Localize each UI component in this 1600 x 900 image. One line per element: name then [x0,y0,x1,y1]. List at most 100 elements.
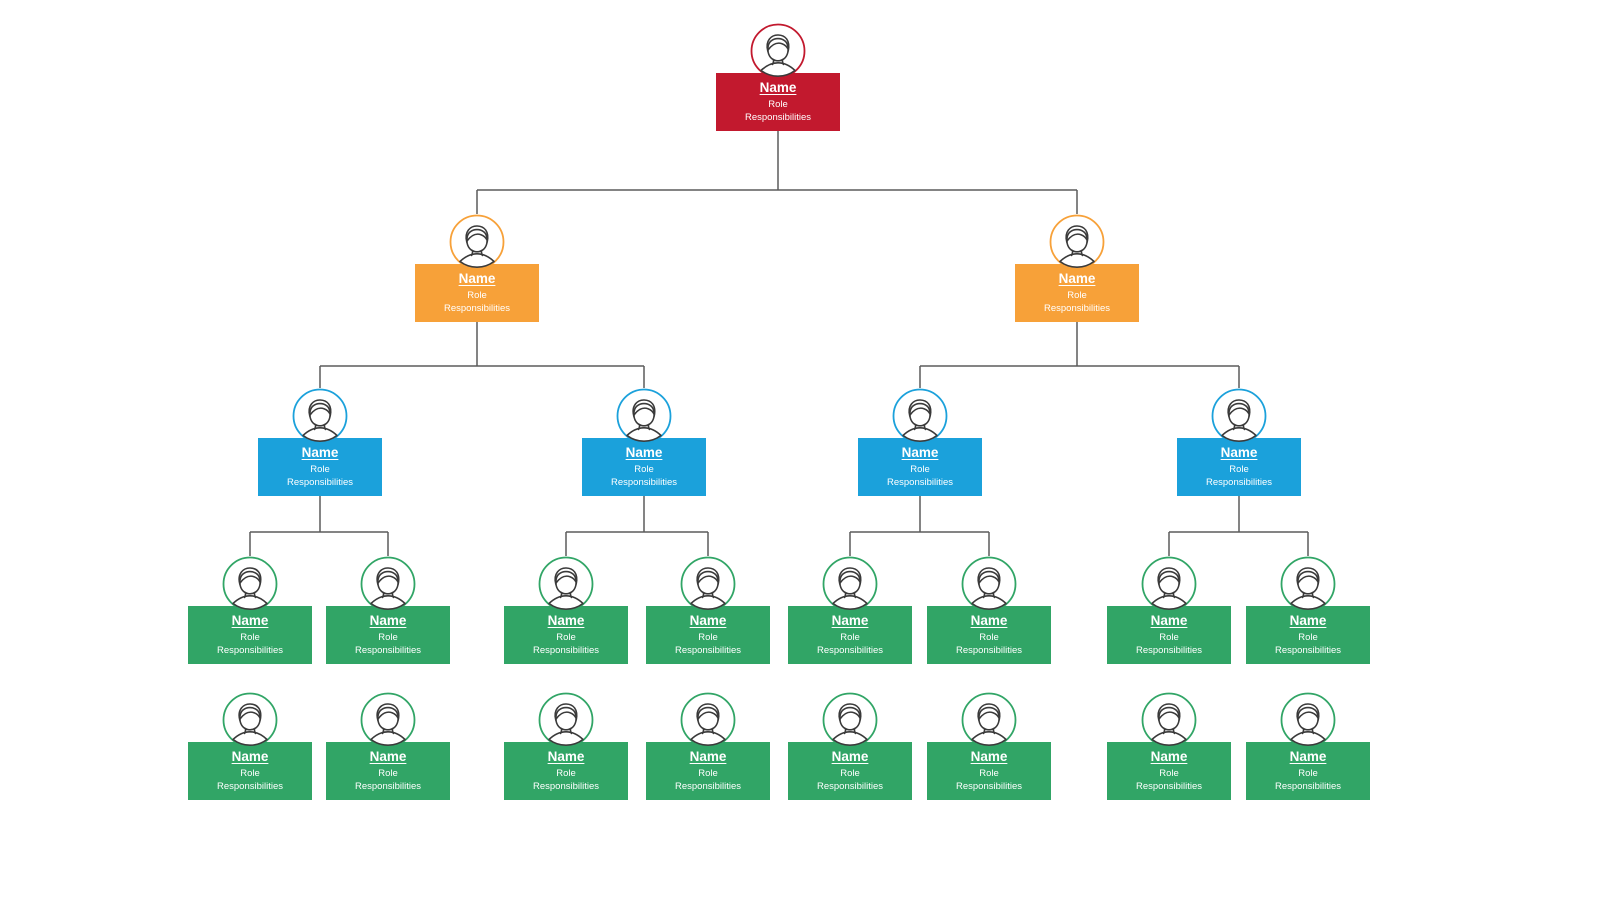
node-responsibilities-label: Responsibilities [354,781,421,792]
person-avatar-icon [822,556,878,612]
node-responsibilities-label: Responsibilities [532,781,599,792]
node-role-label: Role [240,632,260,643]
node-responsibilities-label: Responsibilities [216,781,283,792]
node-role-label: Role [840,768,860,779]
node-responsibilities-label: Responsibilities [816,645,883,656]
node-responsibilities-label: Responsibilities [1274,781,1341,792]
node-responsibilities-label: Responsibilities [744,112,811,123]
node-role-label: Role [467,290,487,301]
person-avatar-icon [360,556,416,612]
node-name-label: Name [831,613,869,628]
person-avatar-icon [680,692,736,748]
node-name-label: Name [759,80,797,95]
node-responsibilities-label: Responsibilities [674,781,741,792]
node-name-label: Name [231,613,269,628]
node-responsibilities-label: Responsibilities [1043,303,1110,314]
node-role-label: Role [378,768,398,779]
person-avatar-icon [1049,214,1105,270]
person-avatar-icon [222,692,278,748]
node-name-label: Name [458,271,496,286]
person-avatar-icon [1211,388,1267,444]
person-avatar-icon [1141,692,1197,748]
node-name-label: Name [369,749,407,764]
node-responsibilities-label: Responsibilities [354,645,421,656]
node-responsibilities-label: Responsibilities [286,477,353,488]
node-role-label: Role [556,632,576,643]
person-avatar-icon [961,692,1017,748]
person-avatar-icon [360,692,416,748]
person-avatar-icon [750,23,806,79]
node-responsibilities-label: Responsibilities [1135,781,1202,792]
node-role-label: Role [979,632,999,643]
person-avatar-icon [892,388,948,444]
node-responsibilities-label: Responsibilities [886,477,953,488]
node-responsibilities-label: Responsibilities [1205,477,1272,488]
node-responsibilities-label: Responsibilities [816,781,883,792]
node-role-label: Role [979,768,999,779]
node-role-label: Role [910,464,930,475]
person-avatar-icon [822,692,878,748]
person-avatar-icon [1280,556,1336,612]
node-role-label: Role [310,464,330,475]
person-avatar-icon [449,214,505,270]
node-name-label: Name [625,445,663,460]
node-role-label: Role [1229,464,1249,475]
node-role-label: Role [1159,768,1179,779]
node-name-label: Name [970,749,1008,764]
node-name-label: Name [970,613,1008,628]
person-avatar-icon [292,388,348,444]
node-responsibilities-label: Responsibilities [1135,645,1202,656]
node-name-label: Name [1150,749,1188,764]
node-responsibilities-label: Responsibilities [216,645,283,656]
person-avatar-icon [616,388,672,444]
node-responsibilities-label: Responsibilities [674,645,741,656]
person-avatar-icon [1141,556,1197,612]
